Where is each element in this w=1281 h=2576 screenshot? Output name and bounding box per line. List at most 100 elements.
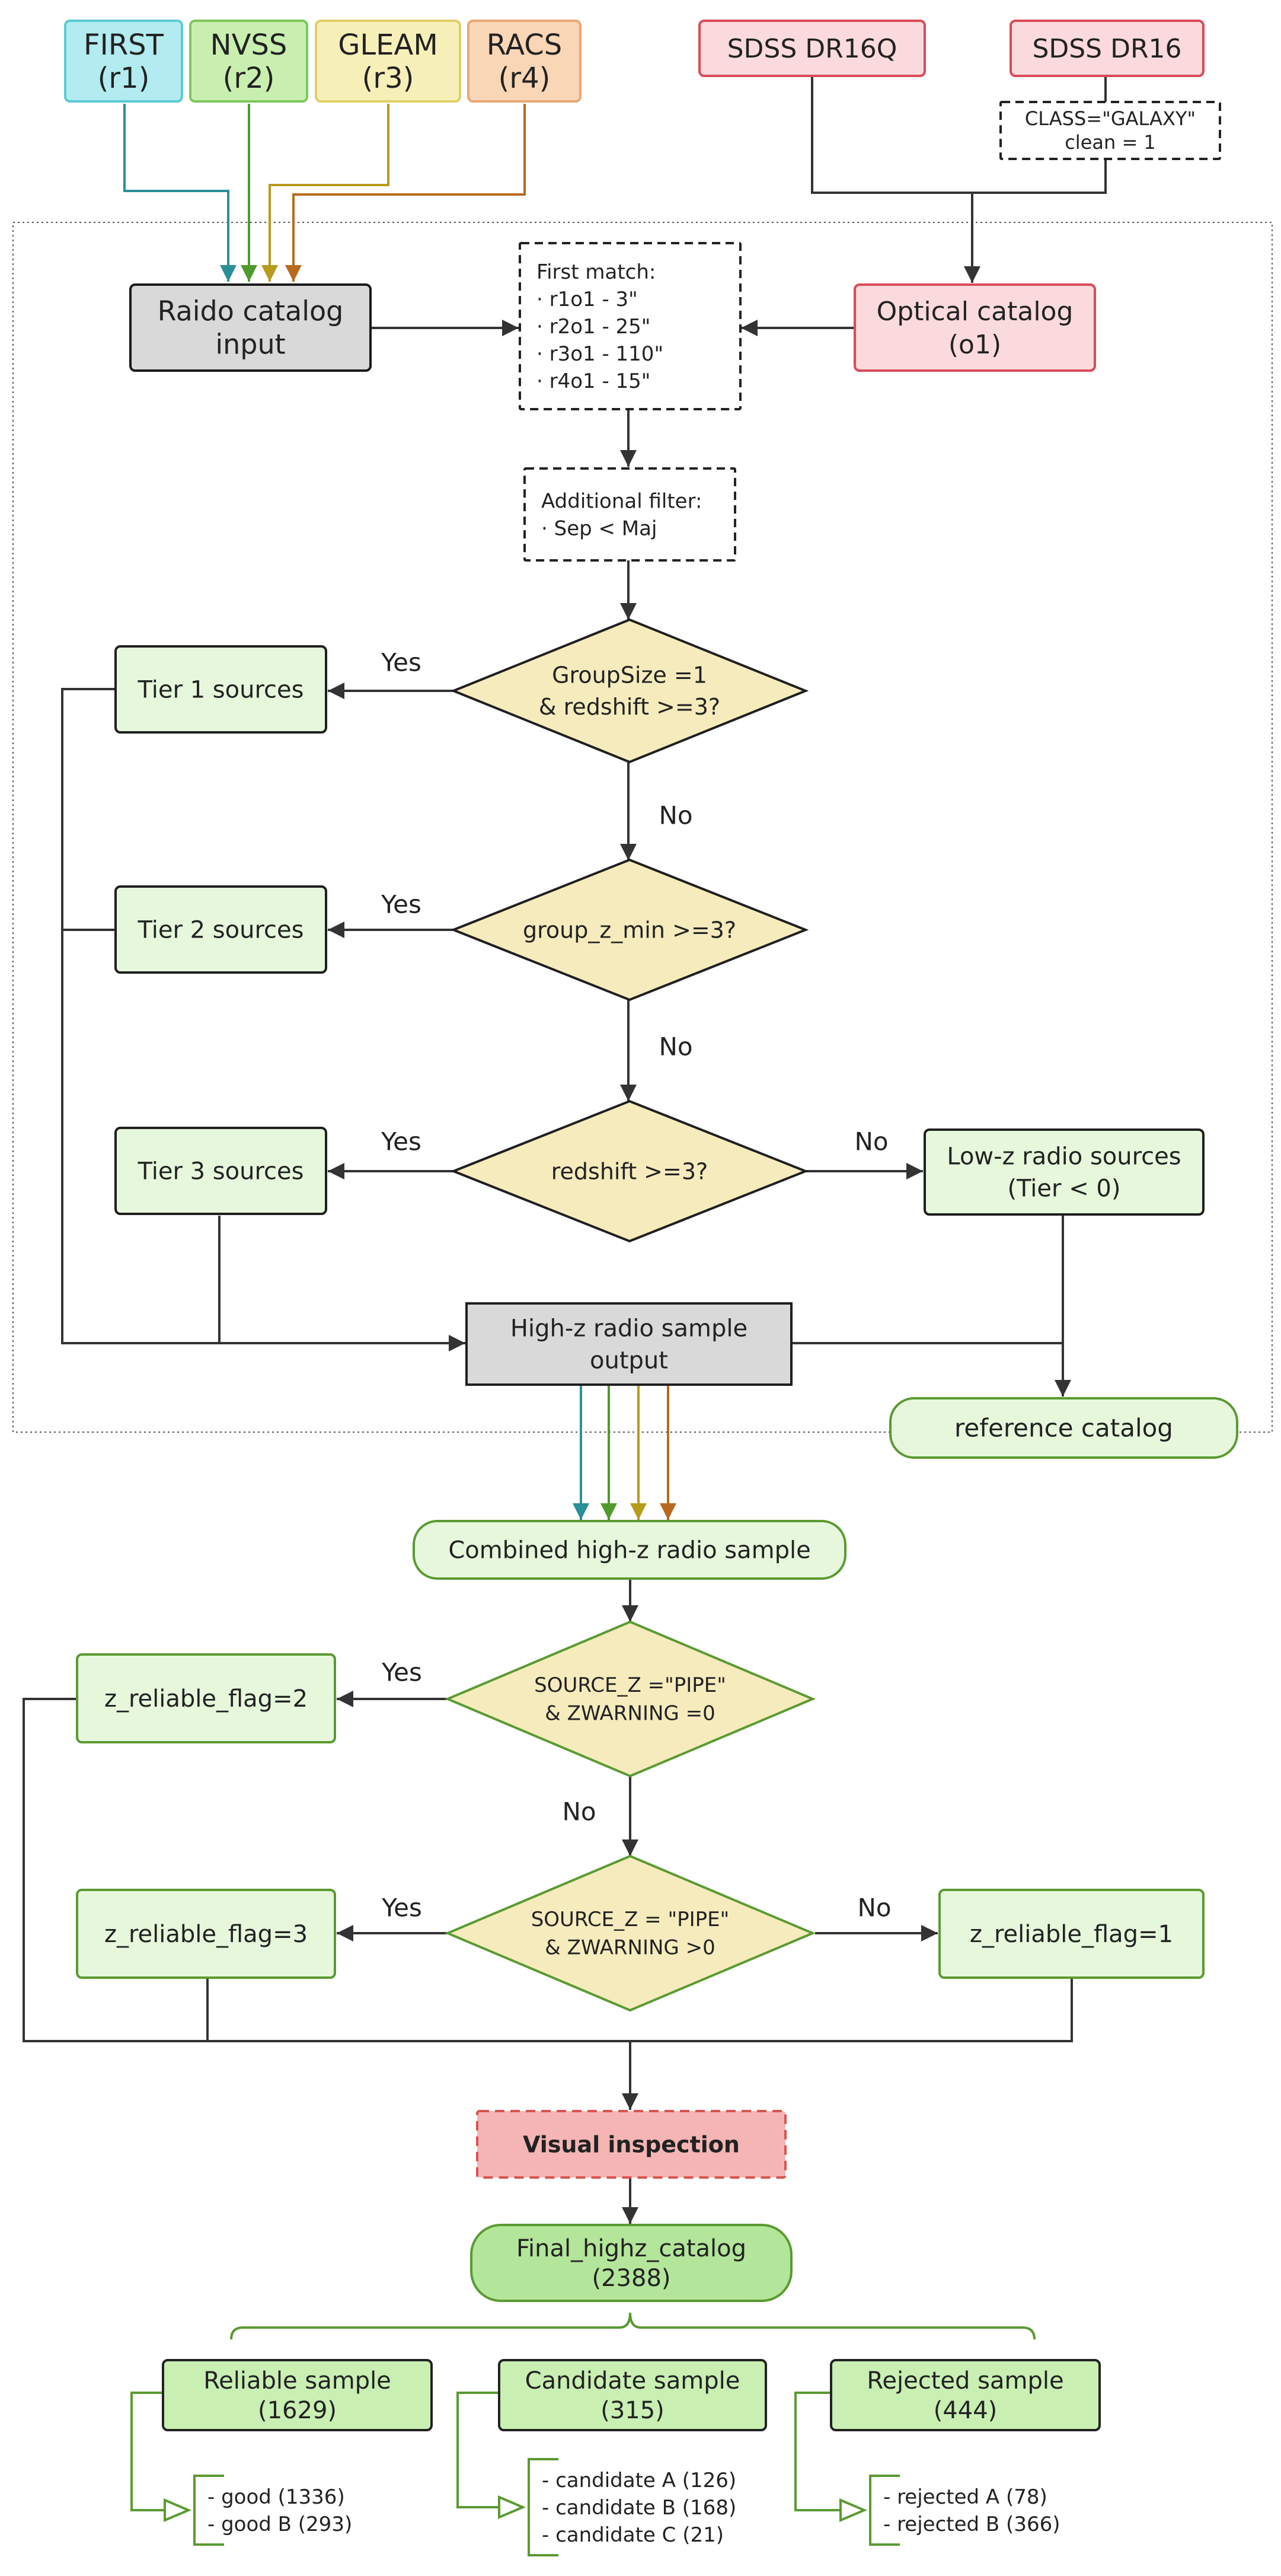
decision-zwarning-zero-label: SOURCE_Z ="PIPE"& ZWARNING =0 (534, 1673, 726, 1726)
decision-groupsize: GroupSize =1& redshift >=3? (450, 618, 809, 764)
racs-connector (285, 104, 526, 282)
first-match-box-label: First match:· r1o1 - 3"· r2o1 - 25"· r3o… (536, 260, 663, 393)
tier3-box: Tier 3 sources (114, 1127, 327, 1215)
tier2-box-label: Tier 2 sources (138, 917, 304, 944)
no-label-d5: No (857, 1893, 891, 1923)
candidate-sample-box-shape (498, 2359, 767, 2431)
flag2-box-shape (76, 1653, 336, 1743)
decision-groupsize-label: GroupSize =1& redshift >=3? (539, 662, 720, 720)
flag3-box-label: z_reliable_flag=3 (104, 1921, 308, 1948)
reliable-items-item-0: - good (1336) (207, 2485, 345, 2509)
filter-to-optical (972, 159, 1107, 194)
galaxy-filter-box: CLASS="GALAXY"clean = 1 (999, 101, 1221, 160)
gleam-connector (261, 104, 389, 282)
flag2-box-label: z_reliable_flag=2 (104, 1685, 308, 1713)
decision-zwarning-positive-shape (444, 1854, 816, 2012)
reference-catalog-box-shape (889, 1397, 1238, 1459)
optical-catalog-box-label: Optical catalog(o1) (877, 297, 1074, 360)
first-box-shape (64, 20, 183, 103)
gleam-box: GLEAM(r3) (315, 20, 461, 103)
first-match-box: First match:· r1o1 - 3"· r2o1 - 25"· r3o… (519, 242, 742, 410)
final-catalog-box-shape (470, 2224, 793, 2302)
gleam-box-label: GLEAM(r3) (338, 28, 438, 95)
candidate-items-arrowhead (498, 2495, 526, 2520)
galaxy-filter-box-label: CLASS="GALAXY"clean = 1 (1025, 107, 1196, 154)
reliable-sample-box-label: Reliable sample(1629) (203, 2367, 391, 2424)
no-label-d1: No (659, 801, 692, 830)
gleam-box-shape (315, 20, 461, 103)
combined-box-label: Combined high-z radio sample (448, 1537, 810, 1564)
additional-filter-box-label: Additional filter:· Sep < Maj (541, 489, 702, 540)
visual-inspection-box-shape (476, 2110, 787, 2179)
final-catalog-box: Final_highz_catalog(2388) (470, 2224, 793, 2302)
flag1-box: z_reliable_flag=1 (938, 1889, 1205, 1979)
rejected-sample-box-shape (830, 2359, 1101, 2431)
flag1-box-label: z_reliable_flag=1 (970, 1921, 1173, 1948)
node-layer: FIRST(r1) NVSS(r2) GLEAM(r3) RACS(r4) SDSS D… (64, 20, 1238, 2547)
connector-layer (12, 76, 1273, 2556)
candidate-items-bracket (528, 2458, 558, 2556)
lowz-box-shape (924, 1128, 1205, 1216)
decision-redshift-label: redshift >=3? (551, 1158, 708, 1184)
no-label-d4: No (562, 1797, 596, 1826)
yes-label-d1: Yes (381, 648, 421, 677)
nvss-box-label: NVSS(r2) (210, 28, 287, 95)
galaxy-filter-box-shape (999, 101, 1221, 160)
racs-box: RACS(r4) (467, 20, 582, 103)
flag2-box: z_reliable_flag=2 (76, 1653, 336, 1743)
pipeline-frame (12, 222, 1273, 1433)
reliable-items-bracket (193, 2475, 224, 2546)
tier3-box-shape (114, 1127, 327, 1215)
candidate-items-item-2: - candidate C (21) (542, 2523, 724, 2547)
reliable-items-arrowhead (164, 2498, 192, 2523)
visual-inspection-box-label: Visual inspection (523, 2131, 740, 2157)
tier1-box-shape (114, 645, 327, 734)
first-box-label: FIRST(r1) (84, 28, 164, 95)
decision-zwarning-zero: SOURCE_Z ="PIPE"& ZWARNING =0 (444, 1620, 816, 1778)
dr16q-connector (811, 76, 980, 283)
lowz-box: Low-z radio sources(Tier < 0) (924, 1128, 1205, 1216)
no-label-d2: No (659, 1032, 692, 1061)
reference-catalog-box-label: reference catalog (954, 1414, 1173, 1443)
lowz-box-label: Low-z radio sources(Tier < 0) (947, 1143, 1181, 1203)
sdss-dr16-box: SDSS DR16 (1010, 20, 1205, 77)
rejected-items-arrowhead (839, 2498, 868, 2523)
tier3-box-label: Tier 3 sources (138, 1158, 304, 1185)
decision-groupsize-shape (450, 618, 809, 764)
candidate-sample-box-label: Candidate sample(315) (525, 2367, 740, 2424)
candidate-items-item-0: - candidate A (126) (542, 2469, 736, 2492)
first-box: FIRST(r1) (64, 20, 183, 103)
radio-input-box-shape (129, 283, 372, 372)
reliable-items-stem (130, 2392, 185, 2511)
tier1-merge (61, 688, 465, 1351)
rejected-items-item-0: - rejected A (78) (883, 2485, 1047, 2509)
visual-inspection-box: Visual inspection (476, 2110, 787, 2179)
additional-filter-box: Additional filter:· Sep < Maj (523, 467, 736, 562)
candidate-sample-box: Candidate sample(315) (498, 2359, 767, 2431)
rejected-sample-box-label: Rejected sample(444) (867, 2367, 1063, 2424)
reliable-items-item-1: - good B (293) (207, 2513, 352, 2536)
optical-catalog-box: Optical catalog(o1) (854, 283, 1096, 372)
reliable-sample-box: Reliable sample(1629) (162, 2359, 433, 2431)
sdss-dr16q-box: SDSS DR16Q (698, 20, 926, 77)
yes-label-d5: Yes (381, 1893, 422, 1923)
nvss-box: NVSS(r2) (189, 20, 308, 103)
flag3-box: z_reliable_flag=3 (76, 1889, 336, 1979)
yes-label-d2: Yes (381, 890, 421, 919)
racs-box-label: RACS(r4) (487, 28, 562, 95)
flag2-merge (23, 1698, 1073, 2042)
yes-label-d4: Yes (381, 1658, 422, 1687)
first-match-box-shape (519, 242, 742, 410)
flag1-box-shape (938, 1889, 1205, 1979)
rejected-sample-box: Rejected sample(444) (830, 2359, 1101, 2431)
additional-filter-box-shape (523, 467, 736, 562)
yes-label-d3: Yes (381, 1127, 421, 1156)
decision-group-z-min: group_z_min >=3? (450, 858, 809, 1002)
decision-zwarning-positive-label: SOURCE_Z = "PIPE"& ZWARNING >0 (531, 1908, 730, 1960)
nvss-box-shape (189, 20, 308, 103)
